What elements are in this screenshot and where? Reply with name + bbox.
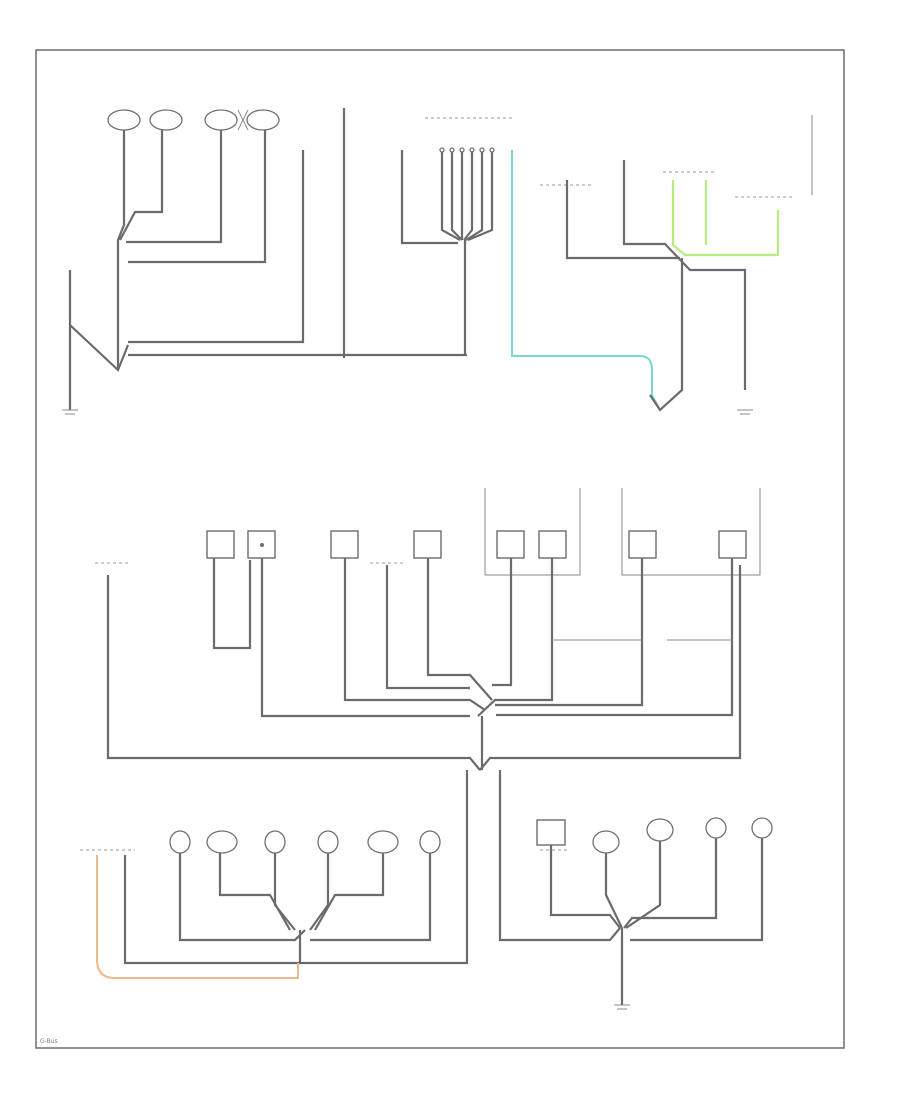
wire-right-headlamp bbox=[119, 130, 164, 241]
wire-horn bbox=[128, 150, 305, 344]
br-lamp-2 bbox=[646, 818, 674, 842]
wire-box7 bbox=[495, 558, 644, 707]
wire-box1-loop bbox=[212, 558, 252, 650]
wire-bl-5 bbox=[314, 853, 385, 931]
wire-br-5 bbox=[630, 838, 764, 942]
multi-pin-connector bbox=[439, 147, 495, 242]
wire-bl-2 bbox=[218, 853, 291, 931]
component-box-8 bbox=[718, 530, 747, 559]
wire-to-right-ground bbox=[649, 258, 684, 412]
wire-box4 bbox=[426, 558, 493, 701]
bottom-lamp-6 bbox=[419, 830, 441, 854]
middle-section bbox=[95, 488, 761, 771]
wire-bl-6 bbox=[310, 853, 432, 942]
wire-br-2 bbox=[604, 853, 623, 929]
component-box-5 bbox=[496, 530, 525, 559]
wire-bl-1 bbox=[178, 853, 306, 942]
wire-br-3 bbox=[625, 841, 662, 929]
bottom-lamp-1 bbox=[169, 830, 191, 854]
wire-box5 bbox=[492, 558, 513, 687]
wire-br-bus bbox=[498, 770, 621, 942]
left-headlamp-connector bbox=[107, 109, 141, 131]
br-component-box bbox=[536, 819, 566, 846]
component-box-3 bbox=[330, 530, 359, 559]
component-box-6 bbox=[538, 530, 567, 559]
component-box-1 bbox=[206, 530, 235, 559]
bottom-section bbox=[80, 770, 773, 1010]
wire-ground-left bbox=[68, 270, 130, 372]
group-bracket-2 bbox=[621, 488, 761, 576]
top-section bbox=[62, 108, 813, 415]
wire-right-long bbox=[479, 565, 742, 771]
diagram-frame bbox=[35, 49, 845, 1049]
wire-box8 bbox=[496, 558, 734, 717]
br-lamp-1 bbox=[592, 830, 620, 854]
wire-box2 bbox=[260, 558, 470, 718]
bottom-lamp-3 bbox=[264, 830, 286, 854]
component-box-7 bbox=[628, 530, 657, 559]
wire-trailer-1 bbox=[565, 180, 680, 260]
wire-box3 bbox=[343, 558, 486, 711]
component-box-4 bbox=[413, 530, 442, 559]
wire-box6 bbox=[477, 558, 554, 717]
br-lamp-4 bbox=[751, 817, 773, 839]
br-lamp-3 bbox=[705, 817, 727, 839]
wire-green bbox=[671, 180, 780, 257]
wire-trailer-2 bbox=[622, 160, 747, 390]
wire-orange bbox=[96, 855, 299, 979]
wire-left-long bbox=[106, 575, 481, 771]
wire-cyan bbox=[511, 150, 661, 411]
group-bracket-1 bbox=[484, 488, 581, 576]
wire-bl-3 bbox=[273, 853, 296, 931]
diagram-code: G-Bus bbox=[40, 1038, 58, 1045]
right-parking-lamp-connector bbox=[246, 109, 280, 131]
wire-sensor-left bbox=[400, 150, 458, 245]
wire-right-parking bbox=[128, 130, 267, 264]
bottom-lamp-5 bbox=[367, 830, 399, 854]
bottom-lamp-2 bbox=[206, 830, 238, 854]
wire-br-1 bbox=[549, 845, 621, 929]
wire-bl-to-bus bbox=[300, 770, 469, 965]
right-headlamp-connector bbox=[149, 109, 183, 131]
wire-left-parking bbox=[126, 130, 223, 244]
wire-bl-splice bbox=[123, 855, 302, 965]
wire-sensor-mid bbox=[385, 565, 470, 690]
bottom-lamp-4 bbox=[317, 830, 339, 854]
wire-bl-4 bbox=[309, 853, 330, 931]
wire-br-4 bbox=[623, 838, 718, 929]
left-parking-lamp-connector bbox=[204, 109, 238, 131]
wire-left-headlamp bbox=[116, 130, 126, 370]
